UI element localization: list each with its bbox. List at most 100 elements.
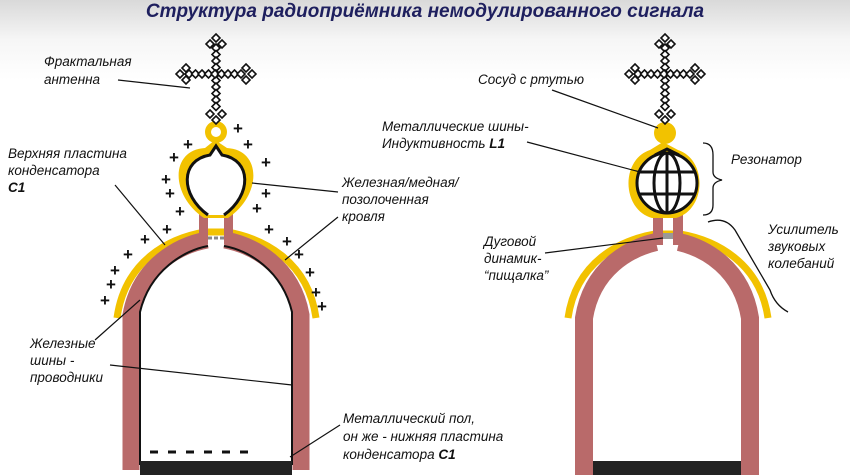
plus-charge: + [169,148,179,167]
cross-cell [639,68,650,80]
cross-cell [658,68,670,80]
cross-cell [653,38,665,50]
left-neck-post-left [199,212,208,244]
fractal-antenna-cross [623,32,707,126]
resonator-brace [702,142,723,216]
plus-charge: + [175,202,185,221]
cross-cell [216,108,228,120]
left-neck-post-right [224,212,233,244]
right-top-ball [654,122,676,144]
left-top-ball-inner [211,127,221,137]
plus-charge: + [183,135,193,154]
leader-inductance [526,141,641,173]
cross-cell [623,68,635,80]
charge-pluses: ++++++++++++++++++++++ [100,119,327,316]
cross-cell [209,68,221,80]
label-floor: Металлический пол,он же - нижняя пластин… [343,411,504,462]
right-floor [593,461,741,475]
leader-rails-left [94,299,141,341]
left-inner-rail [139,245,293,465]
plus-charge: + [261,153,271,172]
plus-charge: + [161,170,171,189]
cross-cell [629,62,641,74]
cross-cell [240,74,252,86]
plus-charge: + [317,297,327,316]
plus-charge: + [162,220,172,239]
plus-charge: + [305,263,315,282]
plus-charge: + [311,283,321,302]
plus-charge: + [165,184,175,203]
left-floor [140,461,292,475]
diagram-title: Структура радиоприёмника немодулированно… [146,1,705,22]
plus-charge: + [123,245,133,264]
leader-rails-right [109,364,293,386]
cross-cell [665,38,677,50]
leader-speaker [544,237,664,254]
plus-charge: + [243,135,253,154]
cross-cell [229,68,240,80]
cross-cell [222,68,234,80]
plus-charge: + [264,220,274,239]
cross-cell [180,74,192,86]
left-wall [122,231,310,470]
arc-speaker [663,233,673,239]
cross-cell [684,68,696,80]
cross-cell [659,32,671,44]
plus-charge: + [106,275,116,294]
cross-cell [665,68,676,80]
cross-cell [174,68,186,80]
fractal-antenna-cross [174,32,258,126]
cross-cell [246,68,258,80]
right-neck-post-left [653,215,663,245]
plus-charge: + [282,232,292,251]
leader-floor [289,424,341,458]
cross-cell [659,101,671,112]
left-roof-gold [113,228,320,319]
cross-cell [671,68,683,80]
cross-cell [659,114,671,126]
cross-cell [196,68,208,80]
plus-charge: + [140,230,150,249]
leader-upper-plate [114,184,166,246]
right-wall [575,233,759,475]
cross-cell [180,62,192,74]
cross-cell [190,68,201,80]
plus-charge: + [110,261,120,280]
plus-charge: + [100,291,110,310]
label-vessel: Сосуд с ртутью [478,72,584,87]
left-onion-dome [185,143,247,217]
left-church: ++++++++++++++++++++++ [100,32,327,475]
leader-roof-dome [251,182,339,193]
cross-cell [689,62,701,74]
cross-cell [240,62,252,74]
cross-cell [210,32,222,44]
plus-charge: + [252,199,262,218]
label-resonator: Резонатор [731,152,802,167]
cross-cell [204,108,216,120]
right-neck-post-right [673,215,683,245]
plus-charge: + [294,245,304,264]
cross-cell [695,68,707,80]
cross-cell [689,74,701,86]
right-church [564,32,772,475]
leader-vessel [551,89,659,129]
cross-cell [629,74,641,86]
globe-inductance-coil [635,147,699,215]
leader-roof-main [284,216,339,261]
cross-cell [216,68,227,80]
cross-cell [678,68,689,80]
cross-cell [204,38,216,50]
plus-charge: + [233,119,243,138]
cross-cell [216,38,228,50]
cross-cell [235,68,247,80]
leader-antenna [117,79,191,89]
cross-cell [653,108,665,120]
cross-cell [652,68,663,80]
label-inductance: Металлические шины-Индуктивность L1 [382,119,529,151]
